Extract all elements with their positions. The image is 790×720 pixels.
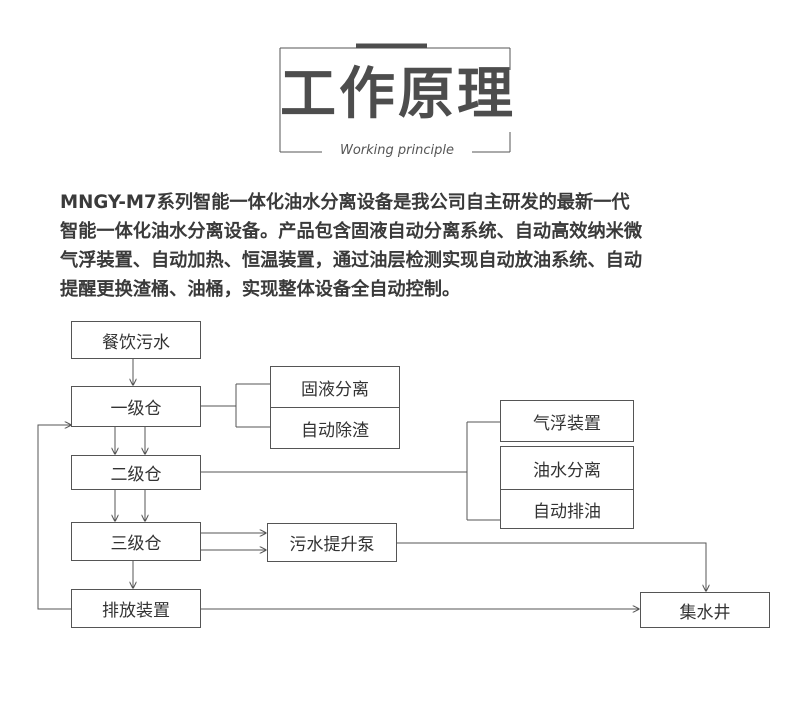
node-stage2: 二级仓	[71, 455, 201, 490]
edge-discharge-loop-stage1	[37, 425, 71, 610]
node-stage3: 三级仓	[71, 522, 201, 561]
node-stage1: 一级仓	[71, 386, 201, 427]
description-line: 智能一体化油水分离设备。产品包含固液自动分离系统、自动高效纳米微	[60, 221, 643, 242]
node-auto-oil: 自动排油	[500, 489, 634, 529]
description-line: 气浮装置、自动加热、恒温装置，通过油层检测实现自动放油系统、自动	[60, 250, 643, 271]
node-lift-pump: 污水提升泵	[267, 523, 397, 562]
node-auto-slag: 自动除渣	[270, 407, 400, 449]
page-title: 工作原理	[280, 62, 516, 127]
node-solid-liquid: 固液分离	[270, 366, 400, 408]
node-sump: 集水井	[640, 592, 770, 628]
description-line: 提醒更换渣桶、油桶，实现整体设备全自动控制。	[60, 279, 461, 300]
node-air-float: 气浮装置	[500, 400, 634, 442]
node-wastewater: 餐饮污水	[71, 321, 201, 359]
node-discharge: 排放装置	[71, 589, 201, 628]
edge-pump-sump	[397, 542, 706, 591]
page-subtitle: Working principle	[322, 143, 472, 159]
description: MNGY-M7系列智能一体化油水分离设备是我公司自主研发的最新一代 智能一体化油…	[60, 188, 750, 304]
description-line: MNGY-M7系列智能一体化油水分离设备是我公司自主研发的最新一代	[60, 192, 630, 213]
node-oil-water: 油水分离	[500, 446, 634, 490]
